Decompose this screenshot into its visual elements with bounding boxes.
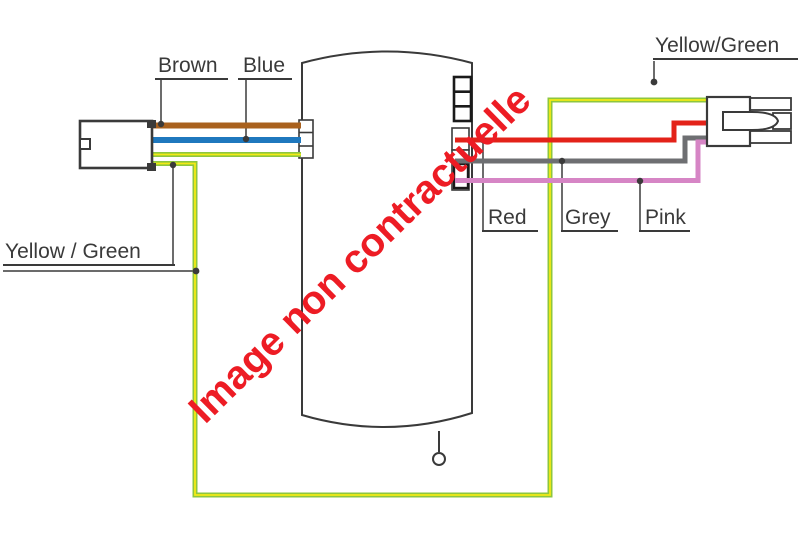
grey-wire-label: Grey — [561, 207, 618, 232]
drain-ring — [432, 452, 446, 466]
left-plug-group — [78, 119, 156, 171]
leader-lines — [3, 61, 655, 272]
connector-pin — [722, 111, 780, 131]
yellow-green-bottom-leader-dot — [192, 267, 200, 275]
left-plug-tab-top — [147, 120, 156, 128]
red-wire — [455, 120, 707, 143]
left-plug-notch — [79, 138, 91, 150]
pink-wire — [455, 139, 707, 183]
left-plug-body — [78, 119, 154, 170]
yellow-green-top-wire-label: Yellow/Green — [653, 35, 798, 60]
left-plug-tab-bottom — [147, 163, 156, 171]
terminal-block-top — [452, 75, 473, 123]
connector-blade-bottom — [749, 130, 792, 144]
connector-blade-top — [749, 97, 792, 111]
blue-leader-dot — [242, 135, 250, 143]
yellow-green-wire-loop-core — [152, 99, 707, 496]
yellow-green-top-leader-dot — [650, 78, 658, 86]
yellow-green-bottom-wire-label: Yellow / Green — [3, 241, 175, 266]
motor-body — [301, 50, 473, 428]
wires — [152, 97, 707, 498]
grey-wire — [455, 135, 707, 164]
right-connector-group — [705, 95, 792, 148]
motor-left-port — [298, 119, 314, 159]
grey-leader-dot — [558, 157, 566, 165]
yellow-green-connector-leader-dot — [169, 161, 177, 169]
red-leader-dot — [479, 136, 487, 144]
brown-wire-label: Brown — [155, 55, 228, 80]
diagram-outlines — [298, 50, 473, 466]
leader-dots — [157, 78, 658, 275]
pink-wire-label: Pink — [639, 207, 690, 232]
blue-wire-label: Blue — [238, 55, 292, 80]
pink-leader-dot — [636, 177, 644, 185]
red-wire-label: Red — [482, 207, 538, 232]
brown-leader-dot — [157, 120, 165, 128]
